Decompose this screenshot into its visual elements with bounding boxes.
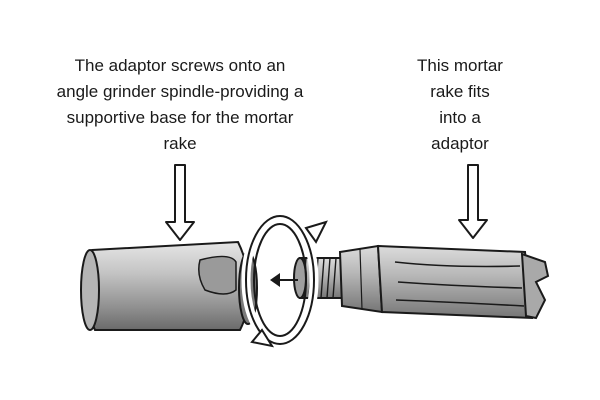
mortar-rake-caption-line: into a (439, 108, 481, 127)
rotation-arrowhead-top (304, 220, 328, 244)
adaptor-pointer-arrow (165, 164, 195, 241)
rotation-arrow-icon (241, 211, 328, 349)
mortar-rake-caption: This mortar rake fits into a adaptor (395, 53, 525, 157)
adaptor-caption: The adaptor screws onto an angle grinder… (20, 53, 340, 157)
direction-arrow-icon (270, 273, 298, 287)
adaptor-caption-line: supportive base for the mortar (66, 108, 294, 127)
adaptor-caption-line: The adaptor screws onto an (74, 56, 286, 75)
adaptor (80, 240, 258, 331)
mortar-rake-caption-line: adaptor (431, 134, 489, 153)
mortar-rake-caption-line: rake fits (430, 82, 490, 101)
mortar-rake (293, 244, 550, 320)
rake-pointer-arrow (458, 164, 488, 239)
adaptor-end-cap (80, 249, 100, 331)
adaptor-flat-face (198, 255, 237, 295)
rotation-arrowhead-bottom (250, 328, 275, 348)
rake-flutes (394, 261, 525, 307)
rake-cutting-tip (520, 252, 550, 320)
adaptor-caption-line: rake (163, 134, 197, 153)
adaptor-caption-line: angle grinder spindle-providing a (56, 82, 304, 101)
mortar-rake-caption-line: This mortar (417, 56, 503, 75)
